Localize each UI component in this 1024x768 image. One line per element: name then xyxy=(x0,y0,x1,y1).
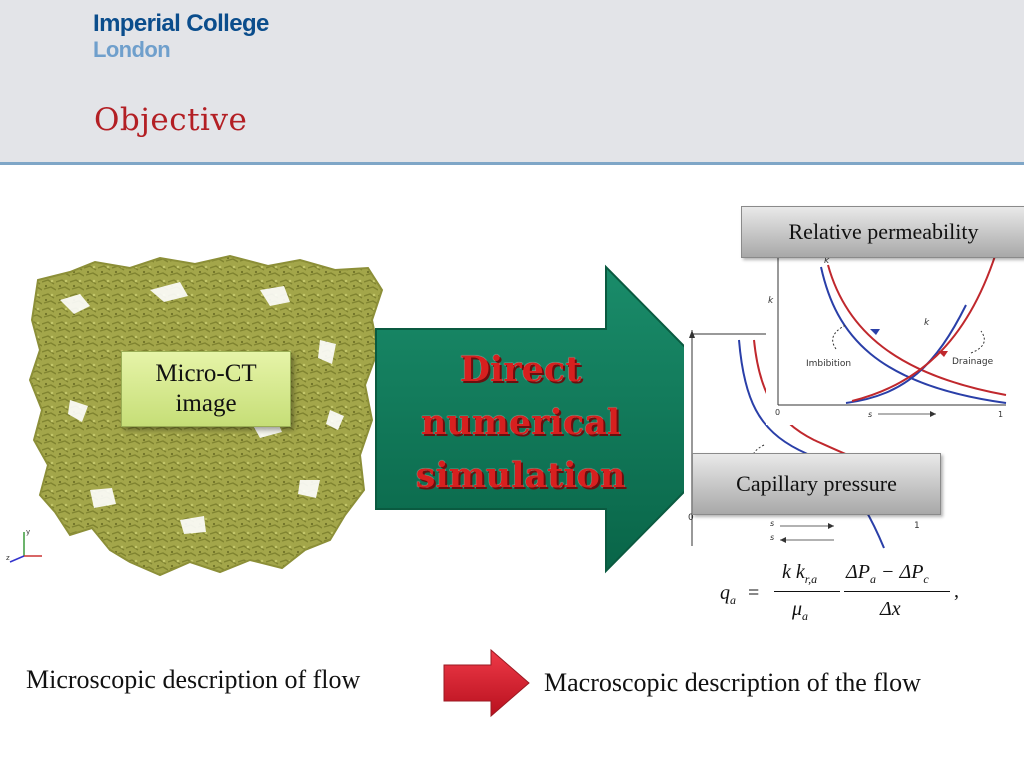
formula-equals: = xyxy=(748,582,760,604)
formula-fraction-bar-2 xyxy=(844,591,950,592)
logo-imperial-college: Imperial College xyxy=(93,10,269,37)
flow-rate-equation: qa = k kr,a μa ΔPa − ΔPc Δx , xyxy=(718,560,968,630)
macroscopic-description: Macroscopic description of the flow xyxy=(544,668,921,697)
formula-numerator: ΔPa − ΔPc xyxy=(846,561,929,586)
rp-sw-axis: s xyxy=(868,410,872,419)
axes-triad-icon: y z xyxy=(6,528,42,563)
cp-axis-zero: 0 xyxy=(688,513,694,523)
cp-s-label-2: s xyxy=(770,533,774,542)
slide-title: Objective xyxy=(94,102,248,138)
krnw-label: k xyxy=(824,256,830,266)
capillary-pressure-label: Capillary pressure xyxy=(692,453,941,515)
microscopic-description: Microscopic description of flow xyxy=(26,665,361,694)
rp-drainage-label: Drainage xyxy=(952,357,994,367)
kr-axis-label: k xyxy=(768,296,774,306)
svg-text:y: y xyxy=(26,528,30,536)
formula-kk: k kr,a xyxy=(782,561,818,586)
relative-permeability-label: Relative permeability xyxy=(741,206,1024,258)
formula-mu: μa xyxy=(792,598,809,623)
cp-s-label-1: s xyxy=(770,519,774,528)
formula-dx: Δx xyxy=(880,598,901,620)
rp-axis-zero: 0 xyxy=(775,408,780,417)
relative-permeability-plot: k k k Imbibition Drainage 0 1 s xyxy=(766,245,1021,425)
rp-axis-one: 1 xyxy=(998,410,1003,419)
logo-london: London xyxy=(93,37,171,62)
krw-label: k xyxy=(924,318,930,328)
cp-axis-one: 1 xyxy=(914,521,920,531)
slide-header: Imperial College London Objective xyxy=(0,0,1024,165)
micro-to-macro-arrow xyxy=(443,648,530,718)
rp-imbibition-label: Imbibition xyxy=(806,359,851,369)
simulation-arrow xyxy=(375,264,758,574)
formula-comma: , xyxy=(954,580,959,602)
formula-q: qa xyxy=(720,582,736,607)
micro-ct-label: Micro-CT image xyxy=(121,351,291,427)
direct-numerical-simulation-label: Direct numerical simulation xyxy=(415,349,626,496)
svg-text:z: z xyxy=(6,554,10,562)
formula-fraction-bar-1 xyxy=(774,591,840,592)
